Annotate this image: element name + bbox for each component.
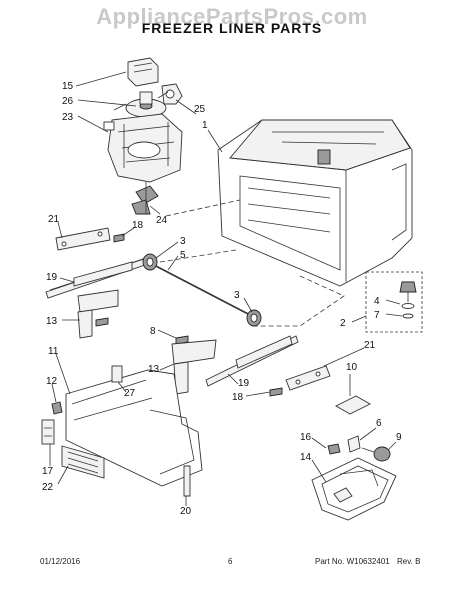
callout-25: 25 xyxy=(194,104,206,115)
clip-part-27 xyxy=(111,365,123,383)
axle-rod-part-5 xyxy=(151,263,253,317)
alignment-line xyxy=(252,275,345,327)
callout-2: 2 xyxy=(340,318,346,329)
filter-part-10 xyxy=(335,395,371,415)
callout-20: 20 xyxy=(180,506,192,517)
freezer-liner-part-1 xyxy=(217,119,413,287)
callout-3b: 3 xyxy=(234,290,240,301)
bracket-part-6 xyxy=(347,435,361,453)
callout-9: 9 xyxy=(396,432,402,443)
alignment-line xyxy=(159,249,237,263)
fan-blade-part-24 xyxy=(131,182,159,215)
callout-13b: 13 xyxy=(148,364,160,375)
callout-6: 6 xyxy=(376,418,382,429)
watermark: AppliancePartsPros.com xyxy=(96,4,368,29)
pinion-gear-part-3 xyxy=(142,253,262,327)
footer-date: 01/12/2016 xyxy=(40,557,81,566)
leader-lines xyxy=(49,71,403,506)
callout-13: 13 xyxy=(46,316,58,327)
callout-27: 27 xyxy=(124,388,136,399)
footer-part-number: Part No. W10632401 xyxy=(315,557,390,566)
callout-17: 17 xyxy=(42,466,54,477)
damper-bracket-part-15 xyxy=(127,57,183,105)
knob-part-9 xyxy=(361,446,391,462)
drain-tray-part-14 xyxy=(311,457,397,521)
callout-12: 12 xyxy=(46,376,58,387)
alignment-line xyxy=(165,199,241,217)
callout-21b: 21 xyxy=(364,340,376,351)
access-cover-part-11 xyxy=(65,369,203,487)
callout-16: 16 xyxy=(300,432,312,443)
callout-11: 11 xyxy=(48,346,59,357)
slide-bracket-right-part-21 xyxy=(285,365,331,391)
callout-19b: 19 xyxy=(238,378,250,389)
screw-part-12 xyxy=(51,401,63,415)
callout-21: 21 xyxy=(48,214,60,225)
screw-right-part-18 xyxy=(269,387,283,397)
drawer-bracket-part-13 xyxy=(77,289,119,339)
callout-10: 10 xyxy=(346,362,358,373)
callout-4: 4 xyxy=(374,296,380,307)
callout-7: 7 xyxy=(374,310,380,321)
fastener-part-16 xyxy=(327,443,341,455)
tube-part-20 xyxy=(183,465,191,497)
fan-housing-part-23 xyxy=(103,113,183,183)
air-grille-part-22 xyxy=(61,445,105,479)
detail-inset xyxy=(365,271,423,333)
callout-22: 22 xyxy=(42,482,54,493)
footer-page-number: 6 xyxy=(228,557,233,566)
callout-labels: 15 26 25 1 23 24 21 18 3 5 19 3 4 7 2 13… xyxy=(42,81,402,517)
callout-24: 24 xyxy=(156,215,168,226)
slide-bracket-part-21 xyxy=(55,227,111,251)
page-title: FREEZER LINER PARTS xyxy=(141,20,323,36)
callout-1: 1 xyxy=(202,120,208,131)
callout-14: 14 xyxy=(300,452,312,463)
callout-18: 18 xyxy=(132,220,144,231)
callout-15: 15 xyxy=(62,81,74,92)
callout-19: 19 xyxy=(46,272,58,283)
callout-18b: 18 xyxy=(232,392,244,403)
slide-rail-right-part-19 xyxy=(205,335,299,387)
screw-part-18 xyxy=(113,233,125,243)
callout-5: 5 xyxy=(180,250,186,261)
fan-motor-part-26 xyxy=(113,91,169,118)
footer-revision: Rev. B xyxy=(397,557,421,566)
damper-part-17 xyxy=(41,419,55,445)
callout-8: 8 xyxy=(150,326,156,337)
callout-26: 26 xyxy=(62,96,74,107)
screw-part-8 xyxy=(95,317,189,345)
callout-23: 23 xyxy=(62,112,74,123)
callout-3: 3 xyxy=(180,236,186,247)
drawer-bracket-right-part-13 xyxy=(171,339,217,395)
